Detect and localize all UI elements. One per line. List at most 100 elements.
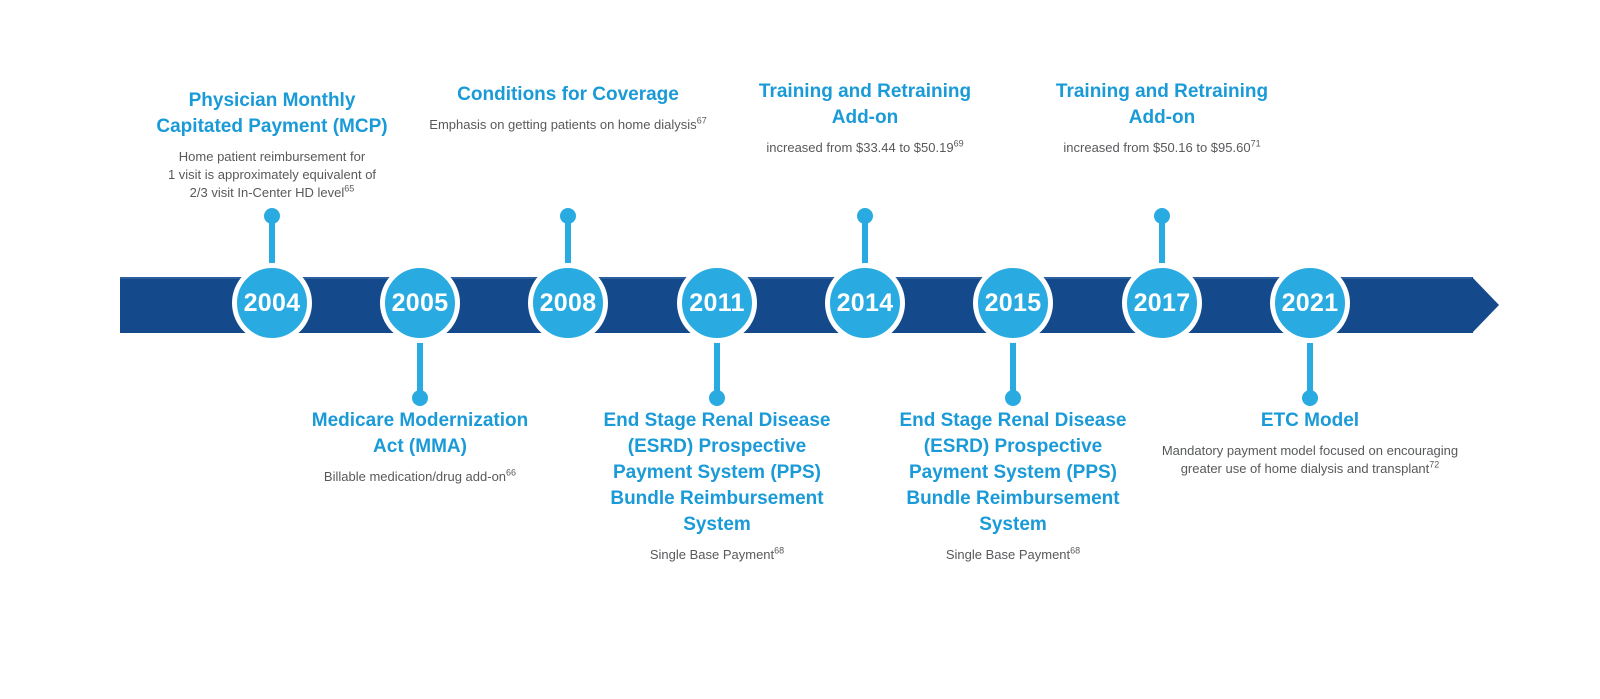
event-desc-text: Home patient reimbursement for [178, 149, 366, 164]
event-title: End Stage Renal Disease(ESRD) Prospectiv… [567, 408, 867, 538]
connector-stem [269, 214, 275, 268]
event-title-line: End Stage Renal Disease [899, 410, 1127, 431]
year-node-2021: 2021 [1270, 263, 1350, 343]
footnote-superscript: 72 [1429, 459, 1440, 470]
event-title-line: Payment System (PPS) [908, 462, 1118, 483]
footnote-superscript: 68 [774, 545, 785, 556]
event-description: increased from $50.16 to $95.6071 [1012, 139, 1312, 157]
year-label: 2008 [539, 288, 597, 317]
event-2011-block: End Stage Renal Disease(ESRD) Prospectiv… [567, 408, 867, 564]
event-title-line: Add-on [1128, 107, 1196, 128]
event-desc-line: Single Base Payment68 [863, 546, 1163, 564]
year-node-2017: 2017 [1122, 263, 1202, 343]
year-label: 2011 [689, 288, 745, 317]
connector-stem [1307, 340, 1313, 400]
event-desc-text: greater use of home dialysis and transpl… [1180, 461, 1430, 476]
footnote-superscript: 69 [953, 138, 964, 149]
event-desc-line: Emphasis on getting patients on home dia… [393, 116, 743, 134]
event-description: Single Base Payment68 [567, 546, 867, 564]
footnote-superscript: 67 [696, 115, 707, 126]
connector-stem [417, 340, 423, 400]
connector-stem [1159, 214, 1165, 268]
event-desc-text: 2/3 visit In-Center HD level [189, 185, 345, 200]
connector-dot [709, 390, 725, 406]
event-description: Mandatory payment model focused on encou… [1135, 442, 1485, 478]
event-title-line: Act (MMA) [373, 436, 467, 457]
event-title: ETC Model [1135, 408, 1485, 434]
event-title-line: Medicare Modernization [311, 410, 529, 431]
year-node-2004: 2004 [232, 263, 312, 343]
event-title: End Stage Renal Disease (ESRD) Prospectiv… [863, 408, 1163, 538]
connector-dot [560, 208, 576, 224]
connector-dot [264, 208, 280, 224]
event-title-line: System [683, 514, 751, 535]
year-node-2011: 2011 [677, 263, 757, 343]
event-desc-line: 1 visit is approximately equivalent of [117, 166, 427, 184]
event-desc-line: increased from $33.44 to $50.1969 [715, 139, 1015, 157]
footnote-superscript: 68 [1070, 545, 1081, 556]
event-desc-text: Single Base Payment [945, 547, 1071, 562]
connector-dot [857, 208, 873, 224]
event-title-line: Bundle Reimbursement [906, 488, 1120, 509]
event-description: increased from $33.44 to $50.1969 [715, 139, 1015, 157]
event-desc-line: Single Base Payment68 [567, 546, 867, 564]
event-description: Emphasis on getting patients on home dia… [393, 116, 743, 134]
connector-dot [1302, 390, 1318, 406]
year-label: 2004 [243, 288, 301, 317]
event-description: Home patient reimbursement for 1 visit is… [117, 148, 427, 202]
event-desc-text: increased from $50.16 to $95.60 [1063, 140, 1251, 155]
event-title-line: Physician Monthly [188, 90, 356, 111]
connector-stem [1010, 340, 1016, 400]
footnote-superscript: 71 [1250, 138, 1261, 149]
event-title-line: Bundle Reimbursement [610, 488, 824, 509]
timeline-band [120, 277, 1473, 333]
year-node-2014: 2014 [825, 263, 905, 343]
connector-dot [1154, 208, 1170, 224]
event-desc-text: Mandatory payment model focused on encou… [1161, 443, 1459, 458]
event-desc-text: increased from $33.44 to $50.19 [766, 140, 954, 155]
event-title-line: Add-on [831, 107, 899, 128]
event-title-line: Capitated Payment (MCP) [156, 116, 388, 137]
event-title-line: (ESRD) Prospective [627, 436, 807, 457]
event-title-line: (ESRD) Prospective [923, 436, 1103, 457]
event-desc-line: greater use of home dialysis and transpl… [1135, 460, 1485, 478]
footnote-superscript: 66 [506, 467, 517, 478]
event-title-line: ETC Model [1260, 410, 1360, 431]
event-title-line: Conditions for Coverage [457, 84, 679, 105]
event-title: Conditions for Coverage [393, 82, 743, 108]
year-label: 2021 [1281, 288, 1339, 317]
year-label: 2015 [984, 288, 1042, 317]
connector-stem [714, 340, 720, 400]
year-label: 2005 [391, 288, 449, 317]
event-desc-line: 2/3 visit In-Center HD level65 [117, 184, 427, 202]
event-desc-text: 1 visit is approximately equivalent of [167, 167, 377, 182]
event-desc-line: Mandatory payment model focused on encou… [1135, 442, 1485, 460]
connector-stem [565, 214, 571, 268]
event-title-line: Payment System (PPS) [612, 462, 822, 483]
event-2015-block: End Stage Renal Disease (ESRD) Prospectiv… [863, 408, 1163, 564]
event-description: Billable medication/drug add-on66 [260, 468, 580, 486]
event-description: Single Base Payment68 [863, 546, 1163, 564]
event-title-line: Training and Retraining [758, 81, 972, 102]
year-node-2005: 2005 [380, 263, 460, 343]
year-node-2015: 2015 [973, 263, 1053, 343]
event-desc-text: Emphasis on getting patients on home dia… [429, 117, 697, 132]
event-desc-line: increased from $50.16 to $95.6071 [1012, 139, 1312, 157]
event-desc-line: Home patient reimbursement for [117, 148, 427, 166]
event-desc-text: Billable medication/drug add-on [323, 469, 507, 484]
event-desc-line: Billable medication/drug add-on66 [260, 468, 580, 486]
connector-stem [862, 214, 868, 268]
connector-dot [412, 390, 428, 406]
year-label: 2014 [836, 288, 894, 317]
connector-dot [1005, 390, 1021, 406]
